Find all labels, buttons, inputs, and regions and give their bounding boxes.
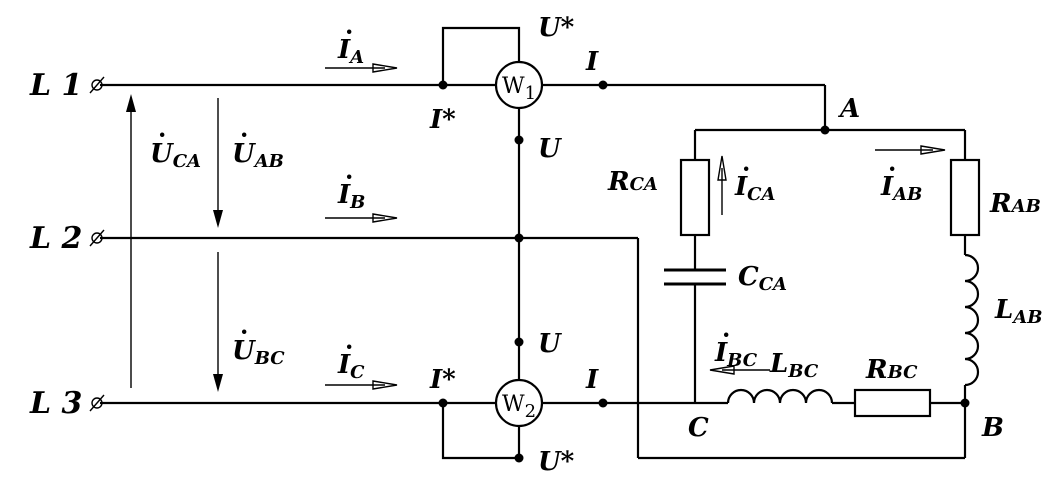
node-a-label: A [837, 94, 860, 124]
label-l1: L 1 [29, 68, 82, 103]
voltage-arrows [126, 94, 223, 392]
svg-text:IBC: IBC [714, 338, 758, 371]
arrow-iab [875, 145, 946, 155]
label-ica: · ICA [734, 154, 775, 205]
label-l3: L 3 [29, 386, 82, 421]
terminal-l1: L 1 [29, 68, 105, 103]
label-ubc: · UBC [232, 317, 285, 369]
w1-i-star-label: I* [429, 105, 456, 135]
line-wires [100, 83, 967, 460]
svg-text:UCA: UCA [150, 139, 201, 172]
svg-text:UBC: UBC [232, 336, 285, 369]
wattmeter-wiring [441, 26, 521, 460]
label-iab: · IAB [880, 154, 922, 205]
w2-i-label: I [585, 365, 599, 395]
svg-text:·: · [742, 154, 750, 183]
svg-text:·: · [345, 17, 353, 46]
w2-i-star-label: I* [429, 365, 456, 395]
resistor-rca [679, 158, 711, 237]
label-rbc: RBC [865, 355, 918, 385]
junction-dots [438, 80, 970, 463]
wattmeter-terminal-labels: U* I I* U U I* I U* [429, 13, 599, 477]
svg-text:·: · [888, 154, 896, 183]
current-labels: · IA · IB · IC · ICA · IAB · IBC [337, 17, 922, 383]
svg-text:W1: W1 [502, 74, 536, 104]
inductor-lbc [726, 388, 834, 404]
label-uab: · UAB [232, 120, 284, 172]
svg-text:·: · [240, 317, 248, 346]
delta-load [664, 128, 981, 418]
label-rca: RCA [607, 167, 658, 197]
svg-text:UAB: UAB [232, 139, 284, 172]
svg-text:·: · [240, 120, 248, 149]
svg-text:·: · [345, 162, 353, 191]
resistor-rbc [853, 388, 932, 418]
w2-u-star-label: U* [538, 447, 575, 477]
resistor-rab [949, 158, 981, 237]
label-ibc: · IBC [714, 320, 758, 371]
w1-i-label: I [585, 47, 599, 77]
arrow-uab [213, 98, 223, 228]
node-b-label: B [981, 413, 1004, 443]
svg-text:·: · [345, 332, 353, 361]
svg-text:·: · [722, 320, 730, 349]
svg-text:IA: IA [337, 35, 364, 68]
label-ia: · IA [337, 17, 364, 68]
label-cca: CCA [738, 262, 787, 295]
current-arrows [325, 63, 946, 390]
svg-text:·: · [158, 120, 166, 149]
wattmeter-w2: W2 [494, 378, 544, 428]
svg-text:IAB: IAB [880, 172, 922, 205]
svg-text:IC: IC [337, 350, 365, 383]
node-c-label: C [688, 413, 709, 443]
line-terminals: L 1 L 2 L 3 [29, 68, 105, 421]
label-lab: LAB [994, 295, 1042, 328]
label-rab: RAB [989, 189, 1041, 219]
label-uca: · UCA [150, 120, 201, 172]
arrow-ubc [213, 252, 223, 392]
label-ib: · IB [337, 162, 365, 213]
arrow-ica [717, 155, 727, 215]
node-labels: A B C [688, 94, 1004, 443]
wattmeter-w1: W1 [494, 60, 544, 110]
voltage-labels: · UCA · UAB · UBC [150, 120, 285, 369]
label-lbc: LBC [769, 349, 819, 382]
arrow-ibc [709, 365, 770, 375]
arrow-ic [325, 380, 398, 390]
arrow-ib [325, 213, 398, 223]
terminal-l3: L 3 [29, 386, 105, 421]
arrow-ia [325, 63, 398, 73]
svg-text:IB: IB [337, 180, 365, 213]
svg-text:W2: W2 [502, 392, 536, 422]
component-labels: RCA RAB CCA LAB LBC RBC [607, 167, 1042, 385]
w1-u-star-label: U* [538, 13, 575, 43]
label-l2: L 2 [29, 221, 82, 256]
w1-u-label: U [538, 134, 562, 164]
label-ic: · IC [337, 332, 365, 383]
terminal-l2: L 2 [29, 221, 105, 256]
w2-u-label: U [538, 329, 562, 359]
arrow-uca [126, 94, 136, 388]
inductor-lab [964, 253, 980, 387]
svg-text:ICA: ICA [734, 172, 775, 205]
